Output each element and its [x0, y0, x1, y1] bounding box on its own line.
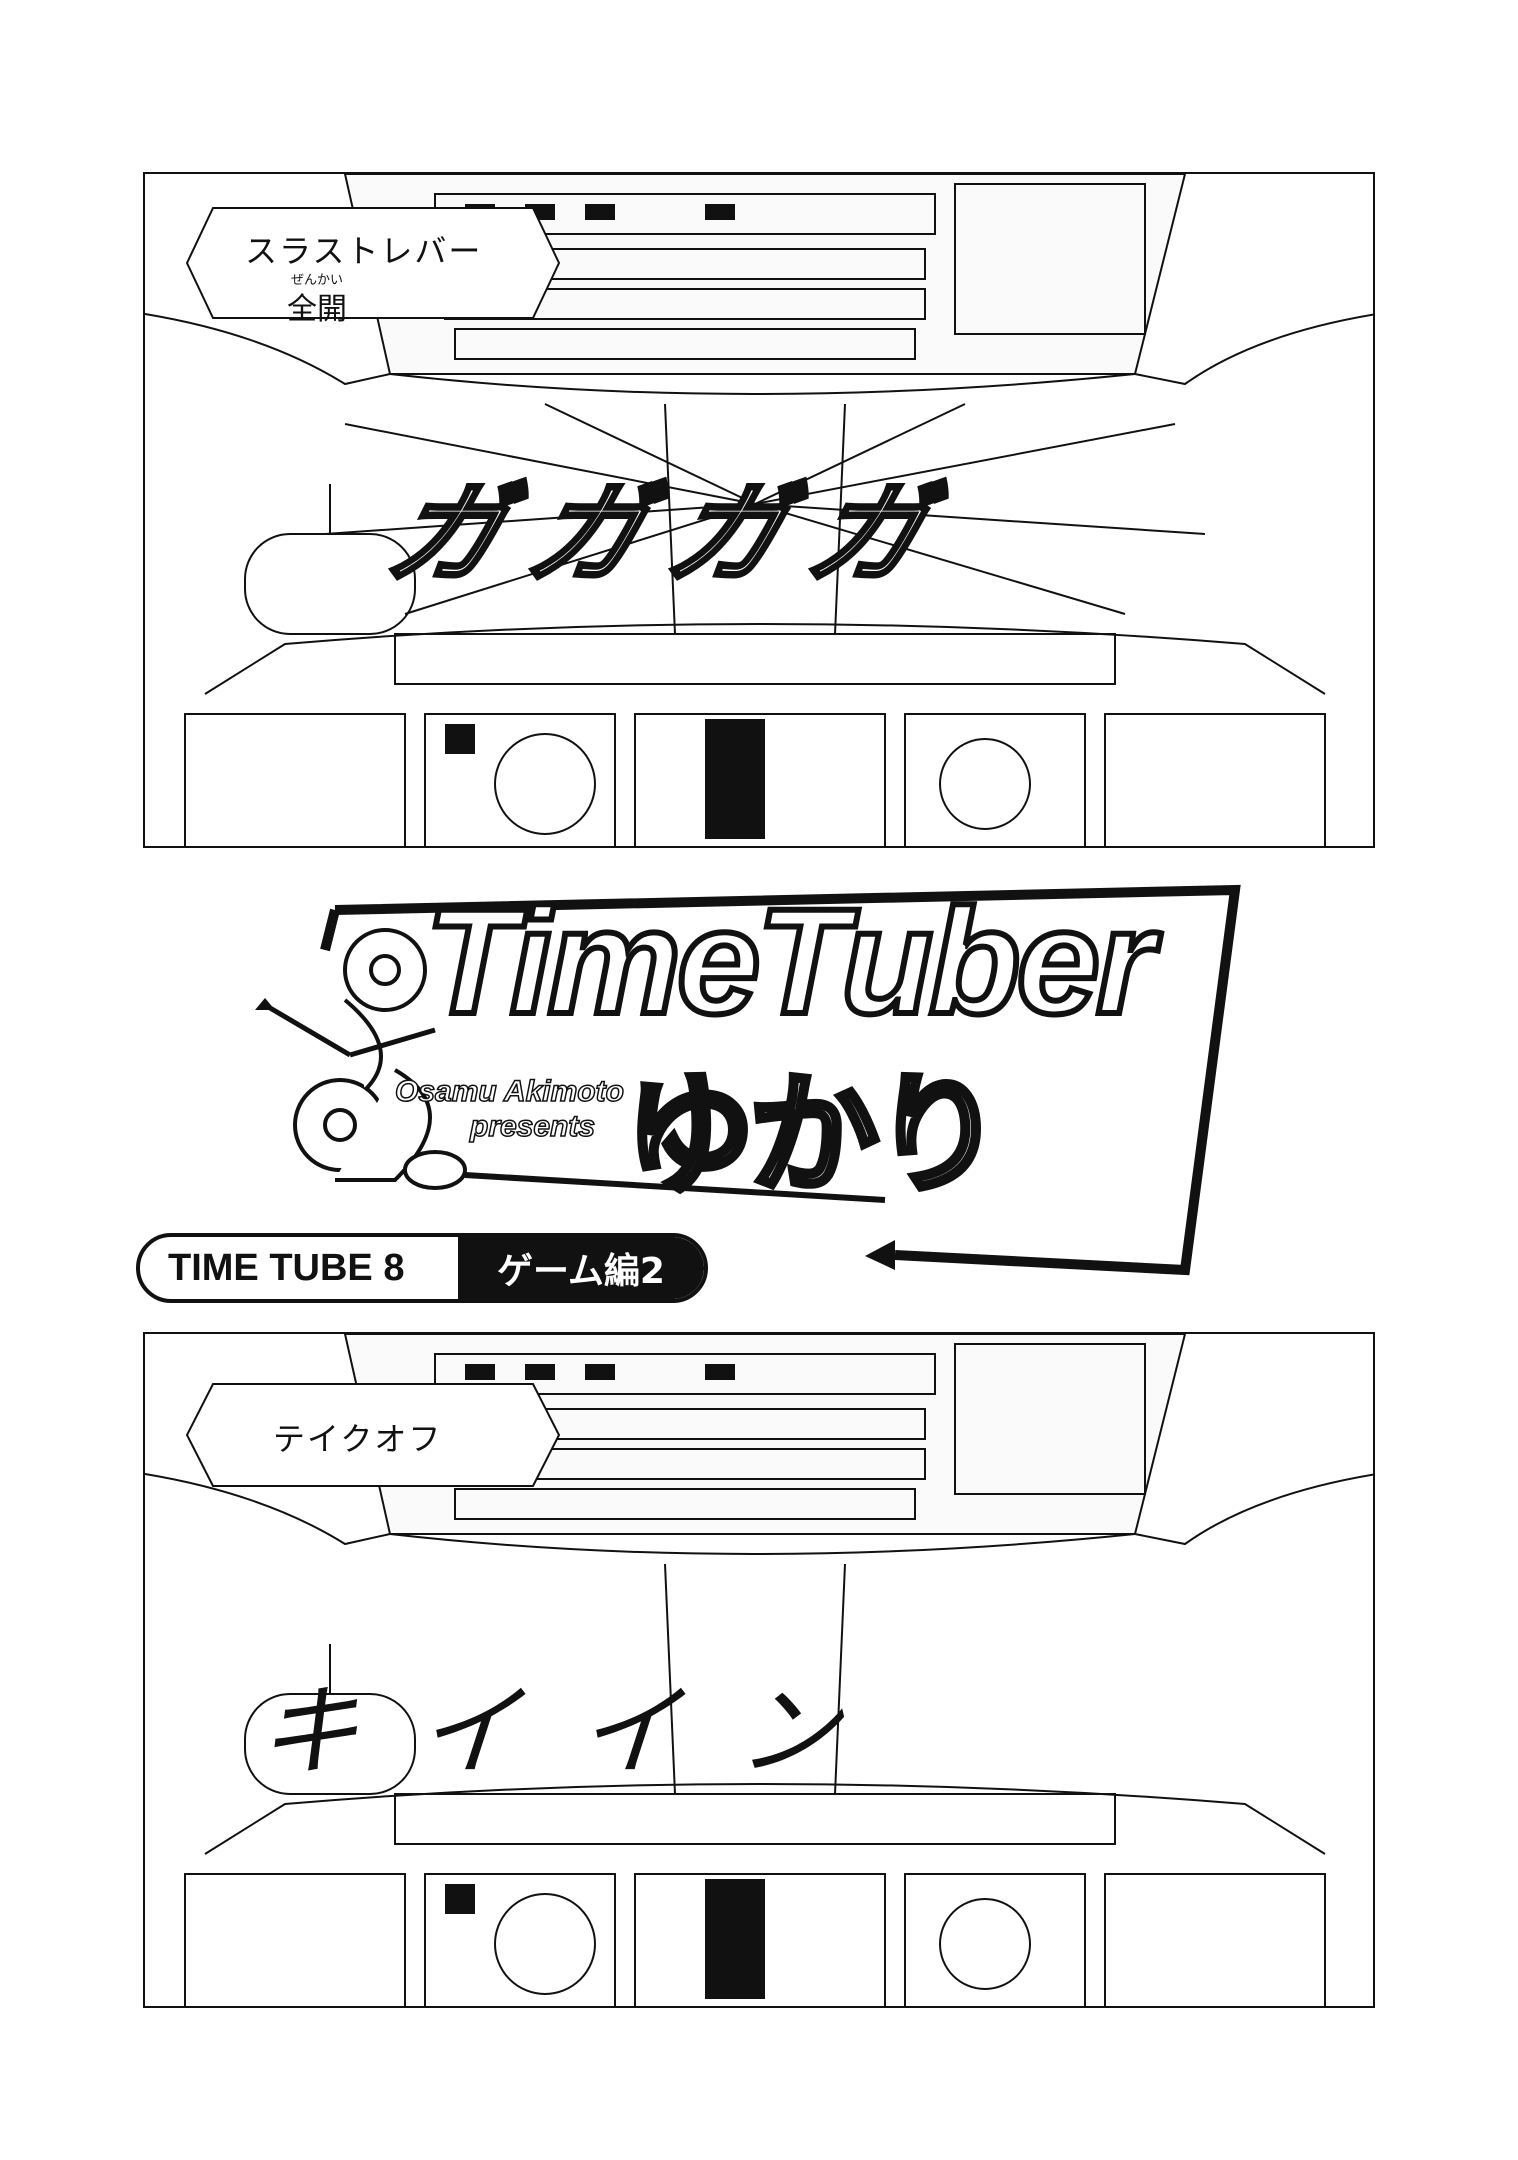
- clock-projector-icon: [255, 884, 1241, 1276]
- chapter-label: TIME TUBE 8 ゲーム編2: [136, 1233, 708, 1303]
- logo-presents: presents: [469, 1109, 596, 1144]
- caption-subtext: 全開: [287, 292, 347, 327]
- panel-cockpit-bottom: テイクオフ: [143, 1332, 1375, 2008]
- logo-title: TimeTuber: [422, 874, 1157, 1048]
- caption-frame: [185, 1383, 561, 1487]
- caption-text: スラストレバー: [245, 232, 483, 270]
- chapter-number: TIME TUBE 8: [168, 1246, 405, 1289]
- sound-effect: ガガガガ: [375, 468, 971, 600]
- chapter-title: ゲーム編2: [458, 1237, 704, 1299]
- sound-effect: キイイン: [248, 1673, 927, 1790]
- caption-text: テイクオフ: [273, 1420, 443, 1458]
- caption-box: テイクオフ: [183, 1380, 563, 1490]
- caption-frame: [185, 207, 561, 319]
- panel-cockpit-top: スラストレバー ぜんかい 全開 ガガガガ: [143, 172, 1375, 848]
- caption-box: スラストレバー ぜんかい 全開: [183, 204, 563, 327]
- logo-author: Osamu Akimoto: [394, 1074, 624, 1109]
- logo-kana: ゆかり: [622, 1056, 1006, 1214]
- caption-ruby: ぜんかい: [291, 273, 344, 288]
- series-logo: TimeTuber Osamu Akimoto presents ゆかり: [245, 870, 1245, 1290]
